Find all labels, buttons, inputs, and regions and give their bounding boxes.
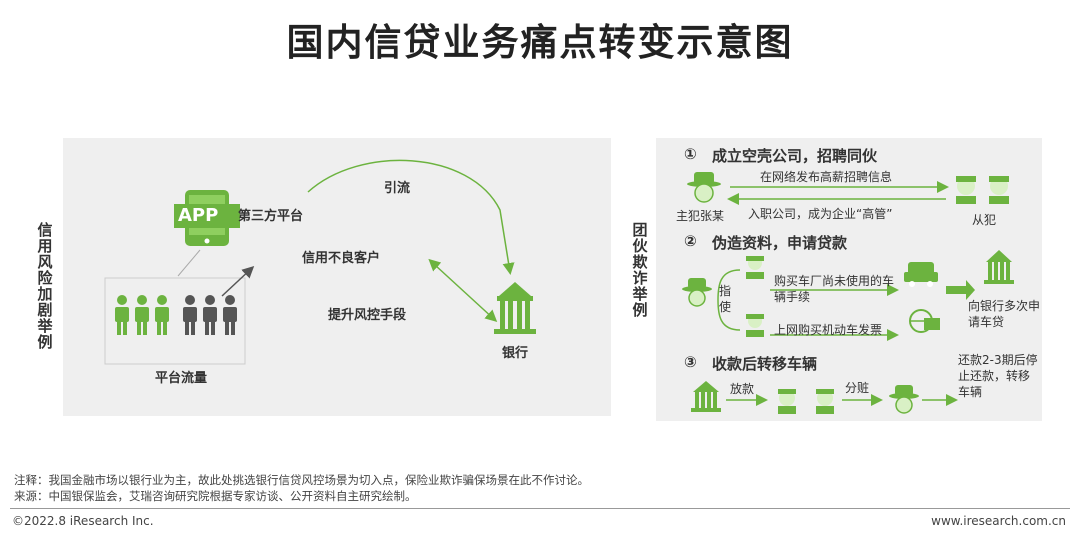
gray-people-icons [183, 295, 237, 335]
left-side-label: 信用风险加剧举例 [37, 221, 53, 351]
bank-small-icon [984, 250, 1014, 284]
apply-arrow [946, 280, 975, 300]
principal-step3-icon [889, 385, 919, 414]
computer-icon [909, 309, 940, 333]
instructor-icon [682, 278, 712, 307]
app-label: APP [178, 205, 219, 226]
accomplice-label: 从犯 [972, 213, 997, 227]
buy-car-label: 购买车厂尚未使用的车辆手续 [774, 274, 895, 304]
bank-step3-icon [691, 381, 721, 412]
risk-arrow [428, 258, 498, 323]
footer-rule [10, 508, 1070, 509]
post-online-label: 在网络发布高薪招聘信息 [760, 170, 893, 184]
join-company-label: 入职公司，成为企业“高管” [748, 207, 893, 221]
bank-icon [494, 282, 536, 334]
step1-title: 成立空壳公司，招聘同伙 [712, 147, 878, 165]
step1-num: ① [684, 145, 697, 163]
right-side-label: 团伙欺诈举例 [632, 221, 648, 319]
left-panel [63, 138, 611, 416]
accomplice-step3-icons [778, 389, 834, 414]
attract-arrow [307, 159, 515, 275]
bank-label: 银行 [502, 346, 529, 361]
copyright: ©2022.8 iResearch Inc. [12, 514, 154, 528]
apply-bank-label: 向银行多次申请车贷 [968, 299, 1041, 329]
principal-icon [687, 172, 721, 203]
step3-title: 收款后转移车辆 [712, 355, 818, 373]
split-label: 分赃 [845, 381, 870, 395]
step2-num: ② [684, 232, 697, 250]
loan-label: 放款 [730, 382, 755, 396]
bad-customer-label: 信用不良客户 [302, 251, 381, 266]
step2-title: 伪造资料，申请贷款 [712, 234, 848, 252]
traffic-box [104, 277, 246, 365]
right-panel [656, 138, 1042, 421]
principal-label: 主犯张某 [676, 209, 725, 223]
growth-arrow [221, 265, 255, 297]
accomplice-icons [956, 176, 1009, 204]
attract-label: 引流 [384, 181, 411, 196]
buy-invoice-label: 上网购买机动车发票 [774, 323, 883, 337]
step3-num: ③ [684, 353, 697, 371]
site-link[interactable]: www.iresearch.com.cn [931, 514, 1066, 528]
accomplice-small-icons [746, 256, 764, 337]
green-people-icons [115, 295, 169, 335]
repay-label: 还款2-3期后停止还款，转移车辆 [958, 353, 1038, 399]
car-icon [904, 262, 938, 287]
third-party-label: 第三方平台 [238, 209, 304, 224]
note-text: 注释：我国金融市场以银行业为主，故此处挑选银行信贷风控场景为切入点，保险业欺诈骗… [14, 473, 589, 487]
instruct-label: 指使 [719, 284, 732, 314]
page-title: 国内信贷业务痛点转变示意图 [286, 21, 794, 64]
risk-control-label: 提升风控手段 [328, 308, 407, 323]
app-phone-icon [174, 190, 240, 246]
traffic-label: 平台流量 [155, 371, 208, 386]
source-text: 来源：中国银保监会，艾瑞咨询研究院根据专家访谈、公开资料自主研究绘制。 [14, 489, 417, 503]
